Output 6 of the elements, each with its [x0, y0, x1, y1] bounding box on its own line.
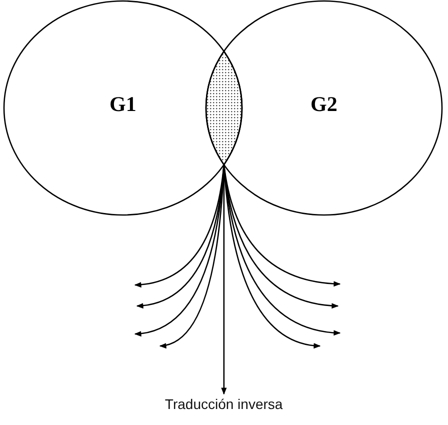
- circle: [206, 1, 442, 215]
- circle: [4, 1, 242, 215]
- set-label: G2: [310, 92, 338, 116]
- overlap-region: [206, 50, 242, 166]
- caption-text: Traducción inversa: [164, 396, 283, 413]
- set-label: G1: [110, 92, 136, 116]
